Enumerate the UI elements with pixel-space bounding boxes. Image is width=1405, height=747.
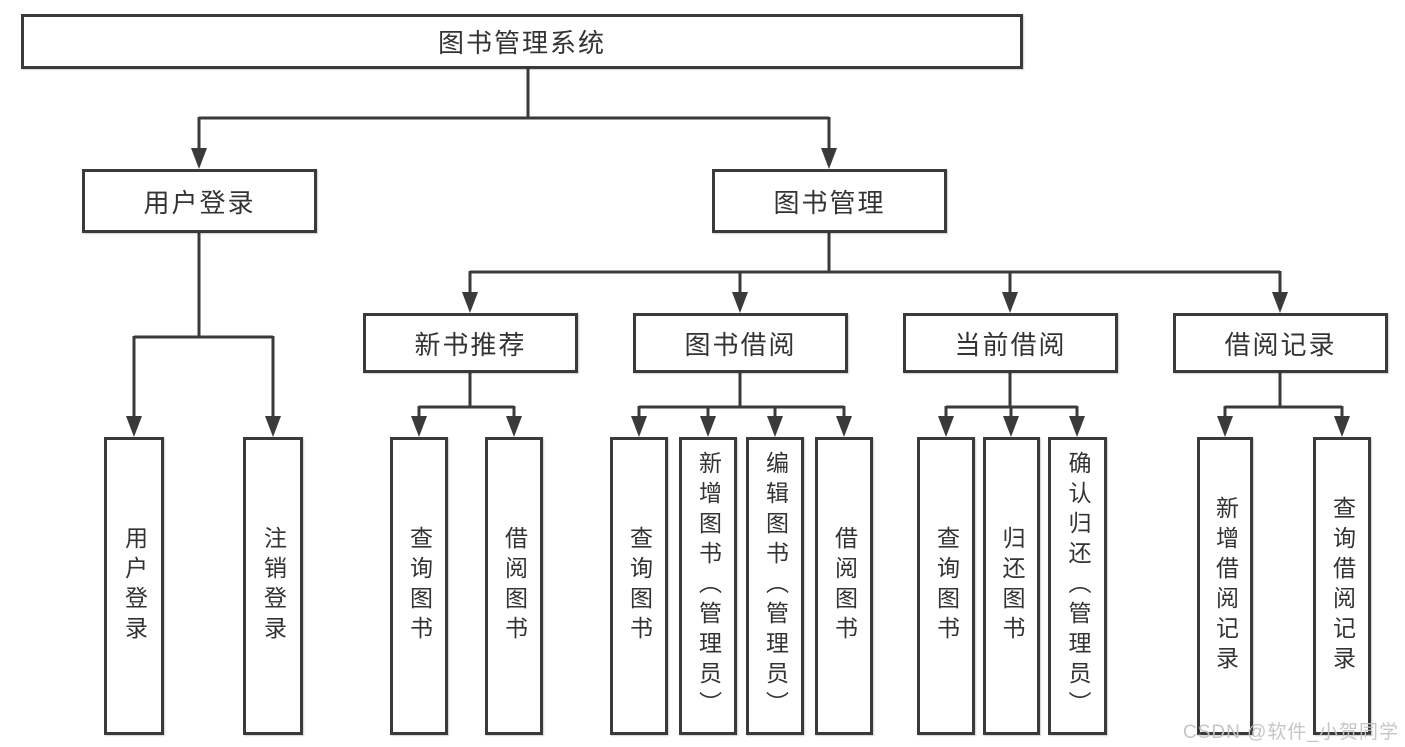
node-book-management-label: 图书管理 <box>773 187 886 218</box>
node-new-book-recommend: 新书推荐 <box>363 313 578 373</box>
leaf-current-query-book: 查询图书 <box>917 437 975 735</box>
leaf-borrow-edit-book-admin-label: 编辑图书（管理员） <box>762 451 789 721</box>
node-current-borrow: 当前借阅 <box>903 313 1118 373</box>
node-borrow-record-label: 借阅记录 <box>1224 329 1337 360</box>
leaf-newbook-borrow-book: 借阅图书 <box>485 437 543 735</box>
node-root: 图书管理系统 <box>21 14 1023 69</box>
leaf-current-confirm-return-admin: 确认归还（管理员） <box>1048 437 1107 735</box>
leaf-borrow-query-book-label: 查询图书 <box>626 526 653 646</box>
leaf-borrow-borrow-book: 借阅图书 <box>815 437 873 735</box>
node-root-label: 图书管理系统 <box>437 28 606 58</box>
leaf-logout: 注销登录 <box>243 437 303 735</box>
leaf-record-query-record: 查询借阅记录 <box>1313 437 1371 735</box>
leaf-borrow-borrow-book-label: 借阅图书 <box>831 526 858 646</box>
leaf-user-login-label: 用户登录 <box>121 526 148 646</box>
csdn-watermark: CSDN @软件_小贺同学 <box>1183 722 1399 743</box>
node-new-book-recommend-label: 新书推荐 <box>414 329 527 360</box>
leaf-borrow-edit-book-admin: 编辑图书（管理员） <box>746 437 804 735</box>
node-book-borrow: 图书借阅 <box>633 313 848 373</box>
node-borrow-record: 借阅记录 <box>1173 313 1388 373</box>
node-current-borrow-label: 当前借阅 <box>954 329 1067 360</box>
leaf-current-return-book: 归还图书 <box>983 437 1040 735</box>
leaf-logout-label: 注销登录 <box>260 526 287 646</box>
leaf-borrow-add-book-admin-label: 新增图书（管理员） <box>695 451 722 721</box>
leaf-current-query-book-label: 查询图书 <box>933 526 960 646</box>
leaf-borrow-add-book-admin: 新增图书（管理员） <box>679 437 737 735</box>
node-user-login: 用户登录 <box>82 169 317 233</box>
leaf-current-confirm-return-admin-label: 确认归还（管理员） <box>1065 451 1091 721</box>
leaf-borrow-query-book: 查询图书 <box>610 437 668 735</box>
node-book-management: 图书管理 <box>712 169 947 233</box>
leaf-newbook-borrow-book-label: 借阅图书 <box>501 526 528 646</box>
leaf-user-login: 用户登录 <box>104 437 164 735</box>
node-user-login-label: 用户登录 <box>143 187 256 218</box>
leaf-record-query-record-label: 查询借阅记录 <box>1329 496 1356 676</box>
leaf-newbook-query-book-label: 查询图书 <box>406 526 433 646</box>
leaf-current-return-book-label: 归还图书 <box>999 526 1025 646</box>
leaf-record-add-record: 新增借阅记录 <box>1197 437 1253 735</box>
node-book-borrow-label: 图书借阅 <box>684 329 797 360</box>
leaf-newbook-query-book: 查询图书 <box>390 437 448 735</box>
leaf-record-add-record-label: 新增借阅记录 <box>1212 496 1239 676</box>
